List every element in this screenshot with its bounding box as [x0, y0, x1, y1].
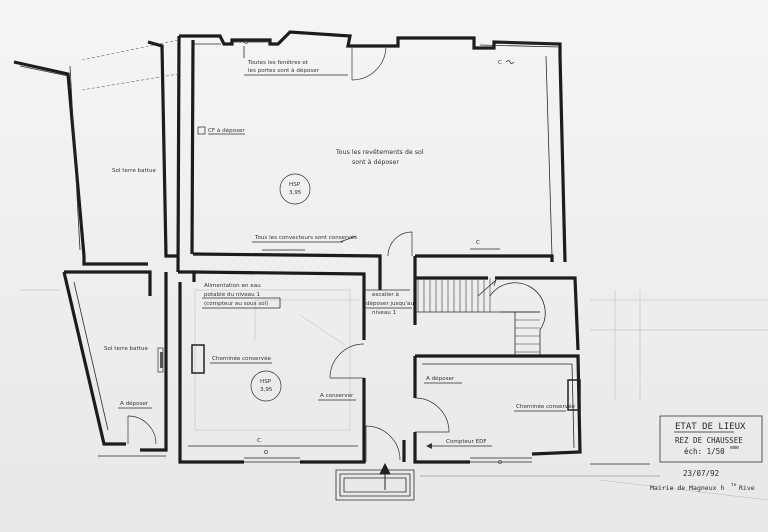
floor-note-line1: Tous les revêtements de sol — [335, 148, 424, 156]
right-door-label: A déposer — [426, 375, 455, 382]
right-chimney-icon — [567, 379, 581, 411]
windows-note-line2: les portes sont à déposer — [248, 67, 320, 74]
right-room: A déposer Cheminée conservée Compteur ED… — [413, 354, 582, 464]
left-lower-door-label: A déposer — [120, 400, 149, 407]
owner-superscript: te — [731, 482, 737, 488]
entrance-arrow-icon — [379, 462, 391, 490]
cf-label: CF à déposer — [208, 127, 245, 134]
supply-line1: Alimentation en eau — [204, 283, 261, 289]
stair-line1: escalier à — [372, 291, 399, 298]
middle-room: C Alimentation en eau potable du niveau … — [178, 270, 366, 464]
middle-c-mark: C — [257, 438, 261, 444]
hsp-middle-line1: HSP — [260, 379, 272, 385]
supply-line3: (compteur au sous sol) — [204, 301, 268, 307]
left-strip-label: Sol terre battue — [112, 168, 156, 174]
hsp-main-line1: HSP — [289, 182, 301, 188]
left-strip: Sol terre battue — [13, 40, 179, 266]
faint-background-lines — [20, 289, 768, 501]
middle-chimney-icon — [191, 344, 205, 374]
c-mark-top: C — [498, 60, 502, 66]
owner-suffix: Rive — [739, 484, 755, 492]
entrance-corridor — [335, 256, 417, 501]
left-lower-label: Sol terre battue — [104, 346, 148, 352]
subtitle-text: REZ DE CHAUSSEE — [675, 436, 743, 445]
scale-suffix: eme — [730, 445, 739, 451]
owner-text: Mairie de Magneux h — [650, 484, 724, 492]
edf-meter-label: Compteur EDF — [446, 439, 487, 445]
exterior-baseline — [98, 455, 660, 477]
hsp-main-line2: 3,95 — [289, 190, 302, 196]
middle-door-label: A conserver — [320, 393, 354, 399]
cf-marker-icon — [197, 126, 206, 135]
windows-note-line1: Toutes les fenêtres et — [247, 59, 309, 66]
hsp-middle-line2: 3,95 — [260, 387, 273, 393]
left-lower-room: Sol terre battue A déposer — [62, 270, 196, 452]
convectors-note: Tous les convecteurs sont conservés — [254, 234, 357, 241]
title-block: ETAT DE LIEUX REZ DE CHAUSSEE éch: 1/50 … — [650, 415, 763, 492]
edf-arrow-icon — [426, 443, 432, 449]
supply-line2: potable du niveau 1 — [204, 292, 260, 298]
title-text: ETAT DE LIEUX — [675, 422, 746, 432]
stair-line2: déposer jusqu'au — [366, 300, 414, 307]
right-chimney-label: Cheminée conservée — [516, 403, 576, 410]
scale-text: éch: 1/50 — [684, 447, 725, 456]
floor-note-line2: sont à déposer — [352, 158, 399, 166]
hsp-circle-middle — [250, 370, 282, 402]
main-hall: Toutes les fenêtres et les portes sont à… — [81, 30, 567, 278]
hsp-circle-main — [279, 173, 311, 205]
stair-area: escalier à déposer jusqu'au niveau 1 — [366, 276, 580, 356]
stair-line3: niveau 1 — [372, 310, 397, 316]
middle-chimney-label: Cheminée conservée — [212, 355, 272, 362]
c-mark-bottom: C — [476, 240, 480, 246]
date-text: 23/07/92 — [683, 469, 719, 478]
top-windows — [232, 40, 561, 48]
